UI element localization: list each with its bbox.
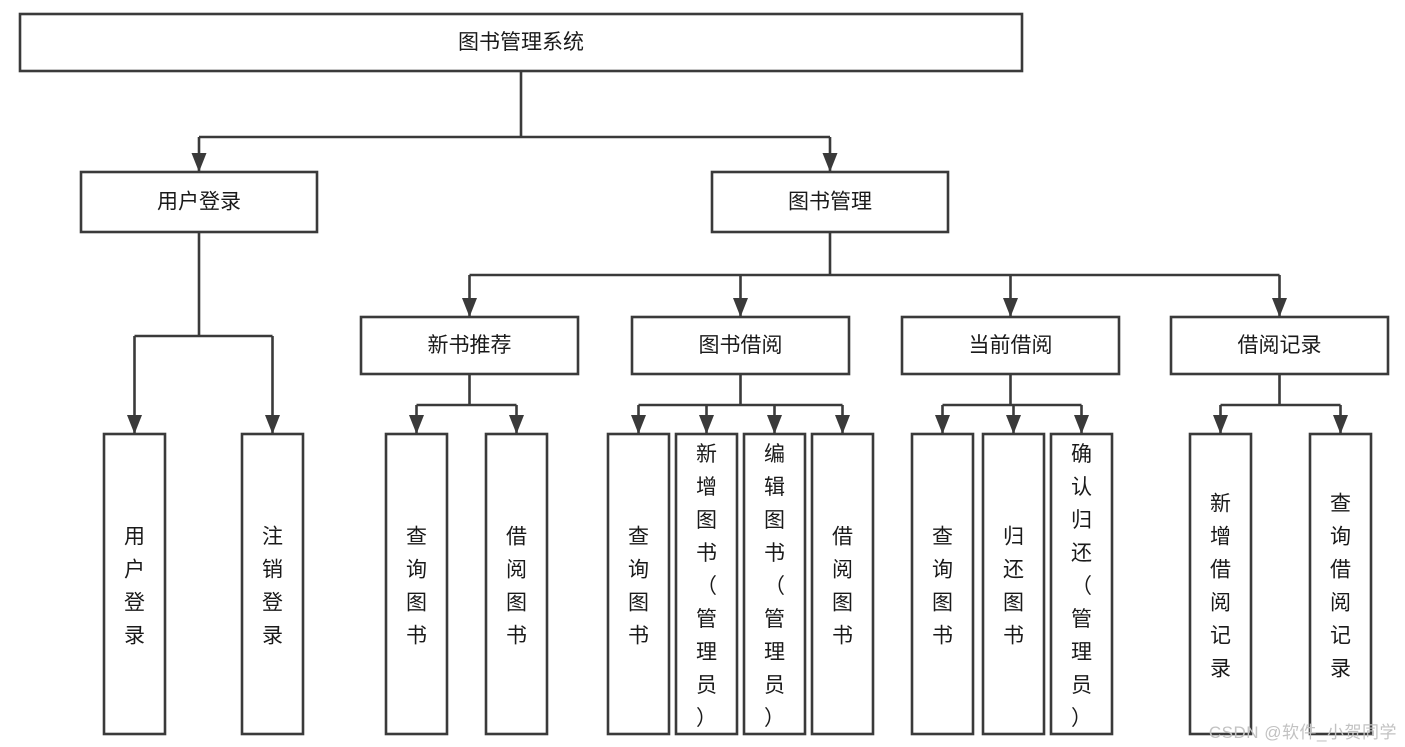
node-box-new-book-recommend[interactable] xyxy=(359,315,580,376)
node-label-leaf-logout: 注销登录 xyxy=(262,526,283,648)
arrow-head-book-borrow xyxy=(733,298,748,317)
node-label-book-borrow: 图书借阅 xyxy=(699,334,783,357)
node-label-leaf-user-login: 用户登录 xyxy=(124,526,145,648)
arrow-head-leaf-user-login xyxy=(127,415,142,434)
node-label-leaf-confirm-return-admin: 确认归还（管理员） xyxy=(1071,443,1092,730)
arrow-head-leaf-edit-book-admin xyxy=(767,415,782,434)
node-box-leaf-borrow-book[interactable] xyxy=(810,432,875,736)
node-root[interactable]: 图书管理系统 xyxy=(18,12,1024,73)
node-box-leaf-add-borrow-record[interactable] xyxy=(1188,432,1253,736)
arrow-head-leaf-borrow-book-recommend xyxy=(509,415,524,434)
node-box-borrow-record[interactable] xyxy=(1169,315,1390,376)
nodes-layer: 图书管理系统用户登录图书管理新书推荐图书借阅当前借阅借阅记录用户登录注销登录查询… xyxy=(18,12,1390,736)
node-box-user-login[interactable] xyxy=(79,170,319,234)
node-label-leaf-edit-book-admin: 编辑图书（管理员） xyxy=(764,443,785,730)
node-book-borrow[interactable]: 图书借阅 xyxy=(630,315,851,376)
node-leaf-user-login[interactable]: 用户登录 xyxy=(102,432,167,736)
node-label-leaf-query-book-recommend: 查询图书 xyxy=(406,526,427,648)
node-label-new-book-recommend: 新书推荐 xyxy=(428,334,512,357)
node-box-leaf-confirm-return-admin[interactable] xyxy=(1049,432,1114,736)
node-leaf-borrow-book-recommend[interactable]: 借阅图书 xyxy=(484,432,549,736)
node-label-book-management: 图书管理 xyxy=(788,191,872,214)
node-leaf-add-borrow-record[interactable]: 新增借阅记录 xyxy=(1188,432,1253,736)
arrow-head-leaf-add-borrow-record xyxy=(1213,415,1228,434)
node-box-leaf-borrow-book-recommend[interactable] xyxy=(484,432,549,736)
node-box-leaf-user-login[interactable] xyxy=(102,432,167,736)
arrow-head-current-borrow xyxy=(1003,298,1018,317)
node-leaf-borrow-book[interactable]: 借阅图书 xyxy=(810,432,875,736)
node-current-borrow[interactable]: 当前借阅 xyxy=(900,315,1121,376)
node-box-leaf-add-book-admin[interactable] xyxy=(674,432,739,736)
node-leaf-add-book-admin[interactable]: 新增图书（管理员） xyxy=(674,432,739,736)
node-leaf-query-book-borrow[interactable]: 查询图书 xyxy=(606,432,671,736)
arrow-head-leaf-query-book-borrow xyxy=(631,415,646,434)
node-label-leaf-query-book-current: 查询图书 xyxy=(932,526,953,648)
arrow-head-leaf-add-book-admin xyxy=(699,415,714,434)
node-label-user-login: 用户登录 xyxy=(157,191,241,214)
node-box-root[interactable] xyxy=(18,12,1024,73)
node-label-leaf-add-book-admin: 新增图书（管理员） xyxy=(696,443,717,730)
arrow-head-leaf-query-borrow-record xyxy=(1333,415,1348,434)
node-leaf-edit-book-admin[interactable]: 编辑图书（管理员） xyxy=(742,432,807,736)
arrow-head-book-management xyxy=(822,153,838,172)
node-label-leaf-return-book: 归还图书 xyxy=(1003,526,1024,648)
node-label-leaf-query-borrow-record: 查询借阅记录 xyxy=(1330,493,1351,681)
connectors-layer xyxy=(127,71,1348,434)
node-book-management[interactable]: 图书管理 xyxy=(710,170,950,234)
csdn-watermark: CSDN @软件_小贺同学 xyxy=(1208,723,1397,742)
node-box-leaf-query-borrow-record[interactable] xyxy=(1308,432,1373,736)
arrow-head-user-login xyxy=(191,153,207,172)
node-box-leaf-query-book-borrow[interactable] xyxy=(606,432,671,736)
node-leaf-confirm-return-admin[interactable]: 确认归还（管理员） xyxy=(1049,432,1114,736)
arrow-head-leaf-logout xyxy=(265,415,280,434)
node-leaf-logout[interactable]: 注销登录 xyxy=(240,432,305,736)
node-borrow-record[interactable]: 借阅记录 xyxy=(1169,315,1390,376)
node-new-book-recommend[interactable]: 新书推荐 xyxy=(359,315,580,376)
node-label-leaf-add-borrow-record: 新增借阅记录 xyxy=(1210,493,1231,681)
node-box-book-management[interactable] xyxy=(710,170,950,234)
arrow-head-new-book-recommend xyxy=(462,298,477,317)
node-box-book-borrow[interactable] xyxy=(630,315,851,376)
node-label-leaf-borrow-book: 借阅图书 xyxy=(832,526,853,648)
node-leaf-query-borrow-record[interactable]: 查询借阅记录 xyxy=(1308,432,1373,736)
node-label-root: 图书管理系统 xyxy=(458,31,584,54)
node-box-leaf-query-book-current[interactable] xyxy=(910,432,975,736)
arrow-head-leaf-return-book xyxy=(1006,415,1021,434)
arrow-head-leaf-query-book-recommend xyxy=(409,415,424,434)
node-box-current-borrow[interactable] xyxy=(900,315,1121,376)
node-box-leaf-query-book-recommend[interactable] xyxy=(384,432,449,736)
arrow-head-leaf-borrow-book xyxy=(835,415,850,434)
node-label-leaf-query-book-borrow: 查询图书 xyxy=(628,526,649,648)
arrow-head-leaf-query-book-current xyxy=(935,415,950,434)
node-user-login[interactable]: 用户登录 xyxy=(79,170,319,234)
arrow-head-borrow-record xyxy=(1272,298,1287,317)
node-box-leaf-return-book[interactable] xyxy=(981,432,1046,736)
node-label-leaf-borrow-book-recommend: 借阅图书 xyxy=(506,526,527,648)
node-box-leaf-edit-book-admin[interactable] xyxy=(742,432,807,736)
node-leaf-query-book-recommend[interactable]: 查询图书 xyxy=(384,432,449,736)
node-label-current-borrow: 当前借阅 xyxy=(969,334,1053,357)
node-box-leaf-logout[interactable] xyxy=(240,432,305,736)
node-label-borrow-record: 借阅记录 xyxy=(1238,334,1322,357)
arrow-head-leaf-confirm-return-admin xyxy=(1074,415,1089,434)
node-leaf-return-book[interactable]: 归还图书 xyxy=(981,432,1046,736)
node-leaf-query-book-current[interactable]: 查询图书 xyxy=(910,432,975,736)
